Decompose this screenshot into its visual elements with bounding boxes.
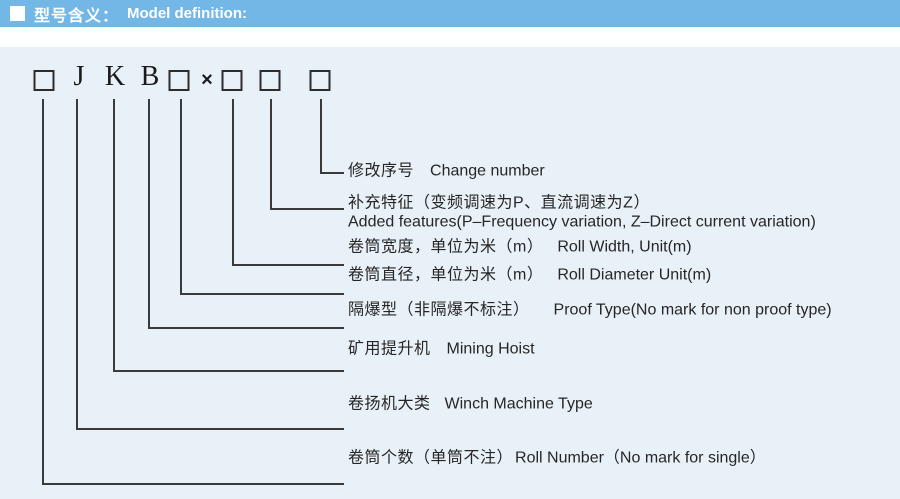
label-en-roll-width: Roll Width, Unit(m) xyxy=(557,238,692,256)
connector-vline-change-number xyxy=(320,99,322,174)
connector-vline-roll-number xyxy=(42,99,44,485)
diagram-label-added-features-en: Added features(P–Frequency variation, Z–… xyxy=(348,213,816,232)
box-roll-number xyxy=(33,70,55,91)
square-bullet-icon xyxy=(10,6,25,21)
diagram-label-roll-width: 卷筒宽度，单位为米（m） Roll Width, Unit(m) xyxy=(348,238,692,257)
letter-k: K xyxy=(104,61,126,92)
times-icon: × xyxy=(201,69,213,91)
section-header: 型号含义： Model definition: xyxy=(0,0,900,27)
label-en-proof-type: Proof Type(No mark for non proof type) xyxy=(553,301,832,319)
diagram-label-mining-hoist: 矿用提升机 Mining Hoist xyxy=(348,340,535,359)
label-zh-proof-type: 隔爆型（非隔爆不标注） xyxy=(348,301,530,319)
diagram-label-change-number: 修改序号 Change number xyxy=(348,162,545,181)
label-zh-roll-number: 卷筒个数（单筒不注） xyxy=(348,449,514,467)
label-zh-mining-hoist: 矿用提升机 xyxy=(348,340,431,358)
diagram-label-roll-number: 卷筒个数（单筒不注）Roll Number（No mark for single… xyxy=(348,449,766,468)
letter-j: J xyxy=(73,61,85,92)
label-en-added-features-en: Added features(P–Frequency variation, Z–… xyxy=(348,213,816,231)
connector-vline-added-features xyxy=(270,99,272,210)
connector-vline-winch-type xyxy=(76,99,78,430)
label-zh-roll-diameter: 卷筒直径，单位为米（m） xyxy=(348,266,544,284)
section-title-zh: 型号含义： xyxy=(34,7,120,25)
label-en-change-number: Change number xyxy=(430,162,545,180)
connector-hline-roll-number xyxy=(42,483,344,485)
label-en-roll-diameter: Roll Diameter Unit(m) xyxy=(557,266,712,284)
diagram-label-roll-diameter: 卷筒直径，单位为米（m） Roll Diameter Unit(m) xyxy=(348,266,711,285)
connector-vline-roll-diameter xyxy=(180,99,182,295)
connector-hline-roll-diameter xyxy=(180,293,344,295)
diagram-label-winch-type: 卷扬机大类 Winch Machine Type xyxy=(348,395,593,414)
label-en-roll-number: Roll Number（No mark for single） xyxy=(515,449,766,467)
box-added-features xyxy=(259,70,281,91)
label-en-mining-hoist: Mining Hoist xyxy=(446,340,535,358)
connector-hline-proof-type xyxy=(148,327,344,329)
connector-vline-proof-type xyxy=(148,99,150,329)
connector-hline-roll-width xyxy=(232,264,344,266)
label-en-winch-type: Winch Machine Type xyxy=(444,395,593,413)
label-zh-winch-type: 卷扬机大类 xyxy=(348,395,431,413)
connector-hline-added-features xyxy=(270,208,344,210)
section-title-en: Model definition: xyxy=(127,5,247,22)
label-zh-roll-width: 卷筒宽度，单位为米（m） xyxy=(348,238,544,256)
diagram-panel xyxy=(0,47,900,499)
connector-hline-change-number xyxy=(320,172,344,174)
label-zh-added-features-zh: 补充特征（变频调速为P、直流调速为Z） xyxy=(348,194,650,212)
label-zh-change-number: 修改序号 xyxy=(348,162,415,180)
diagram-label-proof-type: 隔爆型（非隔爆不标注） Proof Type(No mark for non pr… xyxy=(348,301,832,320)
diagram-label-added-features-zh: 补充特征（变频调速为P、直流调速为Z） xyxy=(348,194,650,213)
box-change-number xyxy=(309,70,331,91)
letter-b: B xyxy=(140,61,160,92)
box-roll-diameter xyxy=(168,70,190,91)
connector-hline-mining-hoist xyxy=(113,370,344,372)
connector-vline-mining-hoist xyxy=(113,99,115,372)
box-roll-width xyxy=(221,70,243,91)
connector-hline-winch-type xyxy=(76,428,344,430)
connector-vline-roll-width xyxy=(232,99,234,266)
